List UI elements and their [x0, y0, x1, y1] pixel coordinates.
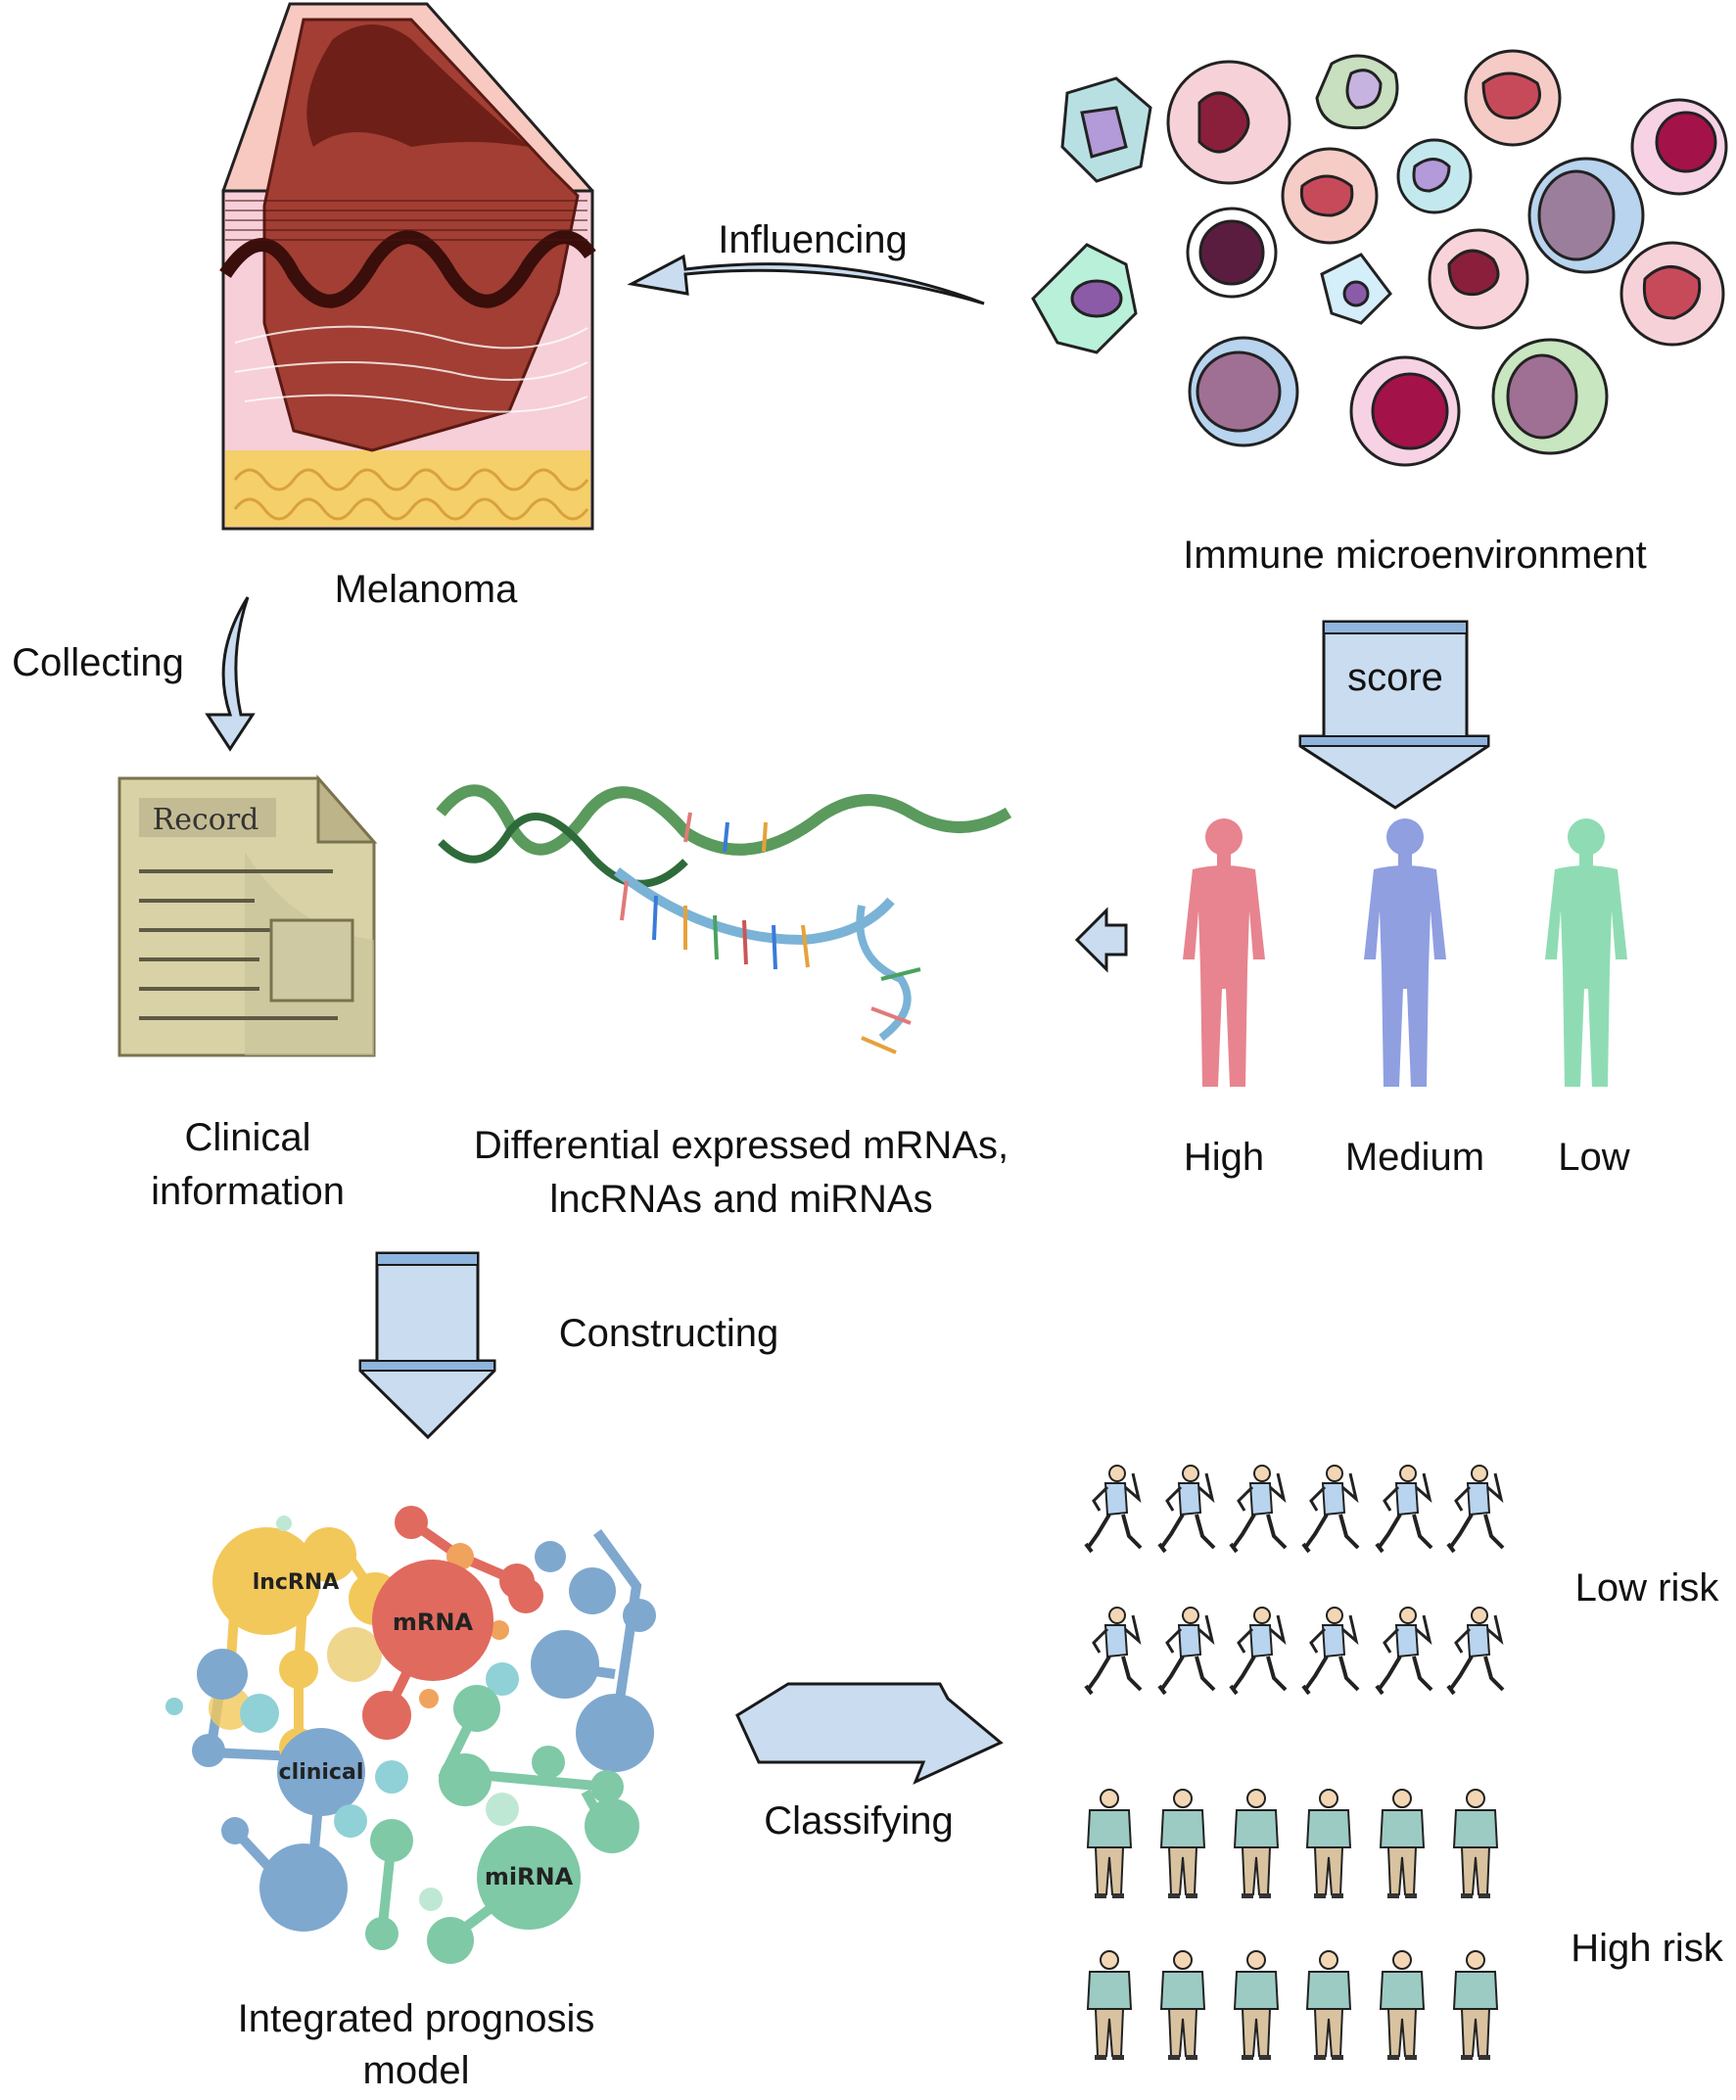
network-model-icon: lncRNA mRNA clinical miRNA	[165, 1506, 656, 1964]
medium-label: Medium	[1345, 1136, 1484, 1179]
medium-figure-icon	[1364, 818, 1446, 1087]
elderly-man-icon	[1160, 1789, 1205, 1899]
elderly-man-icon	[1380, 1950, 1425, 2061]
runner-icon	[1229, 1606, 1288, 1696]
low-risk-group	[1084, 1464, 1505, 1696]
constructing-arrow	[358, 1251, 496, 1440]
runner-icon	[1157, 1606, 1216, 1696]
classifying-label: Classifying	[764, 1799, 953, 1843]
collecting-arrow	[205, 596, 256, 752]
low-figure-icon	[1545, 818, 1627, 1087]
runner-icon	[1375, 1606, 1433, 1696]
elderly-man-icon	[1234, 1950, 1279, 2061]
high-label: High	[1184, 1136, 1264, 1179]
differential-line1: Differential expressed mRNAs,	[474, 1124, 1009, 1167]
high-risk-label: High risk	[1571, 1927, 1724, 1970]
left-arrow	[1074, 907, 1128, 973]
model-label-line1: Integrated prognosis	[238, 1997, 595, 2040]
record-label: Record	[153, 803, 259, 837]
mirna-node-label: miRNA	[485, 1863, 574, 1890]
classifying-arrow	[735, 1682, 1004, 1785]
elderly-man-icon	[1306, 1789, 1351, 1899]
elderly-man-icon	[1160, 1950, 1205, 2061]
elderly-man-icon	[1087, 1950, 1132, 2061]
model-label-line2: model	[363, 2049, 470, 2092]
runner-icon	[1375, 1464, 1433, 1554]
lncrna-node-label: lncRNA	[253, 1570, 340, 1595]
influencing-arrow	[627, 254, 985, 305]
elderly-man-icon	[1087, 1789, 1132, 1899]
runner-icon	[1301, 1606, 1360, 1696]
differential-line2: lncRNAs and miRNAs	[549, 1178, 932, 1221]
melanoma-label: Melanoma	[335, 568, 519, 611]
runner-icon	[1084, 1606, 1143, 1696]
immune-microenvironment-label: Immune microenvironment	[1183, 534, 1647, 577]
runner-icon	[1084, 1464, 1143, 1554]
low-label: Low	[1558, 1136, 1629, 1179]
elderly-man-icon	[1453, 1789, 1498, 1899]
melanoma-skin-icon	[219, 2, 596, 531]
score-label: score	[1347, 656, 1443, 699]
clinical-node-label: clinical	[279, 1760, 364, 1785]
record-document-icon: Record	[117, 774, 378, 1057]
elderly-man-icon	[1453, 1950, 1498, 2061]
collecting-label: Collecting	[12, 641, 184, 684]
high-figure-icon	[1183, 818, 1265, 1087]
influencing-label: Influencing	[718, 218, 907, 261]
mrna-node-label: mRNA	[393, 1609, 474, 1636]
constructing-label: Constructing	[559, 1312, 779, 1355]
score-arrow	[1298, 620, 1490, 810]
clinical-info-line1: Clinical	[185, 1116, 311, 1159]
runner-icon	[1446, 1464, 1505, 1554]
immune-cells-icon	[1031, 49, 1728, 467]
dna-helix-icon	[436, 784, 1012, 1054]
clinical-info-line2: information	[151, 1170, 345, 1213]
low-risk-label: Low risk	[1575, 1566, 1720, 1610]
elderly-man-icon	[1306, 1950, 1351, 2061]
runner-icon	[1446, 1606, 1505, 1696]
high-risk-group	[1087, 1789, 1498, 2061]
runner-icon	[1157, 1464, 1216, 1554]
runner-icon	[1301, 1464, 1360, 1554]
elderly-man-icon	[1380, 1789, 1425, 1899]
runner-icon	[1229, 1464, 1288, 1554]
elderly-man-icon	[1234, 1789, 1279, 1899]
